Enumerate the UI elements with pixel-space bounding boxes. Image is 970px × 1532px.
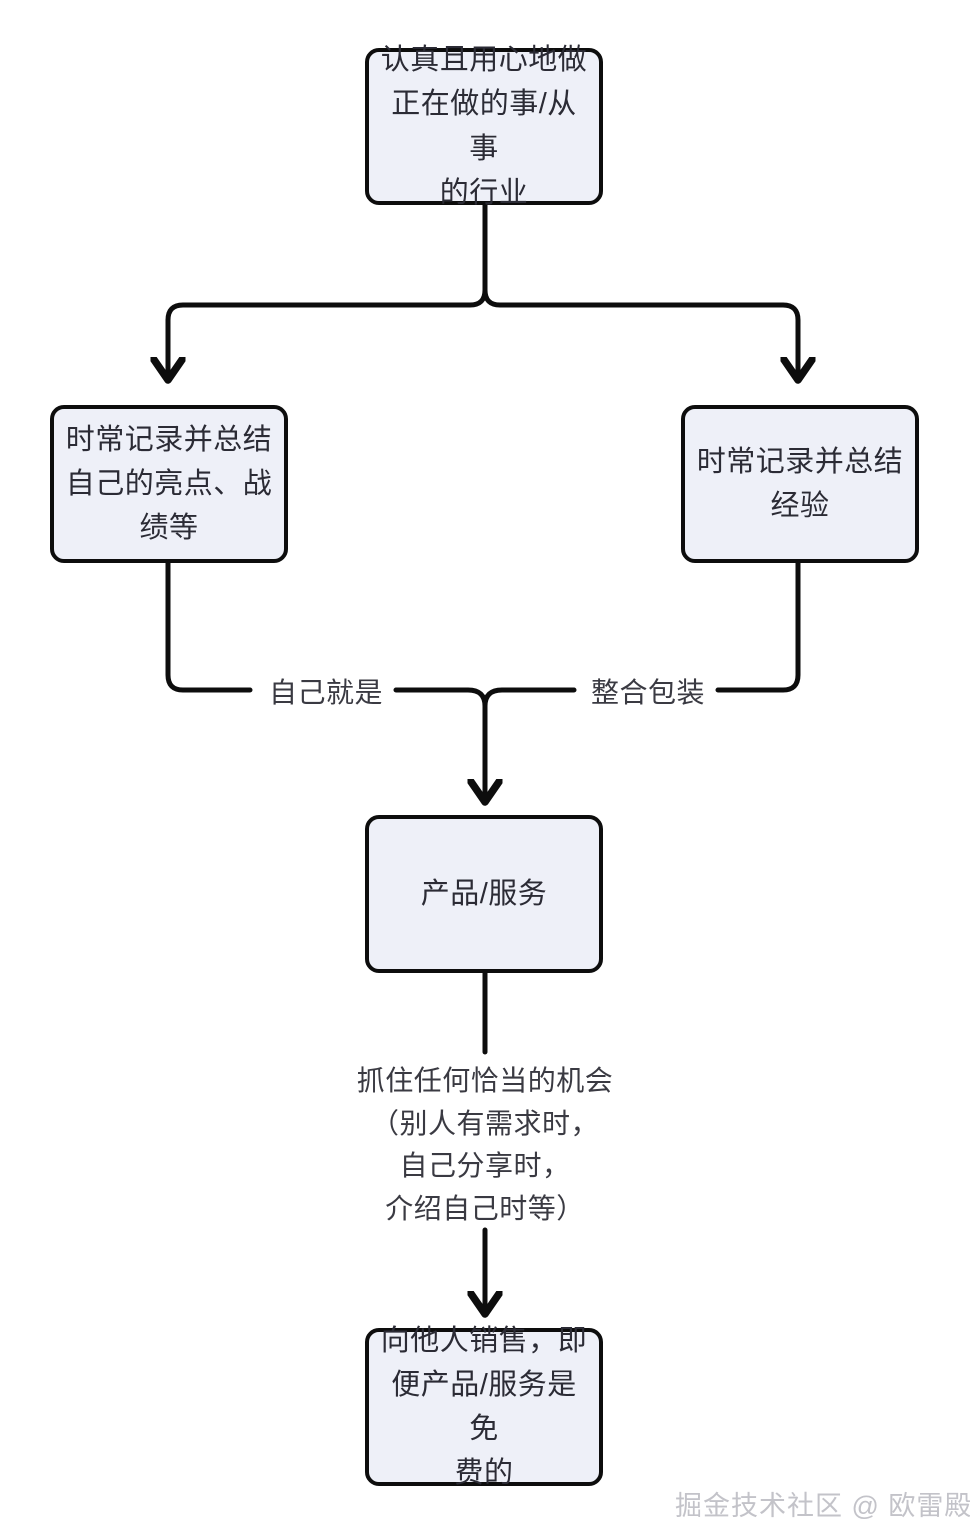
node-record-experience[interactable]: 时常记录并总结 经验	[681, 405, 919, 563]
edge-label-integrate-package: 整合包装	[590, 677, 705, 708]
node-sell-to-others[interactable]: 向他人销售，即 便产品/服务是免 费的	[365, 1325, 603, 1489]
edge-top-split	[168, 202, 798, 378]
watermark: 掘金技术社区 @ 欧雷殿	[675, 1491, 970, 1521]
edge-label-seize-opportunity: 抓住任何恰当的机会 （别人有需求时， 自己分享时， 介绍自己时等）	[356, 1065, 614, 1224]
edge-label-self-is: 自己就是	[268, 677, 383, 708]
node-top[interactable]: 认真且用心地做 正在做的事/从事 的行业	[365, 44, 603, 209]
node-product-service[interactable]: 产品/服务	[365, 815, 603, 973]
node-record-highlights[interactable]: 时常记录并总结 自己的亮点、战 绩等	[50, 405, 288, 563]
